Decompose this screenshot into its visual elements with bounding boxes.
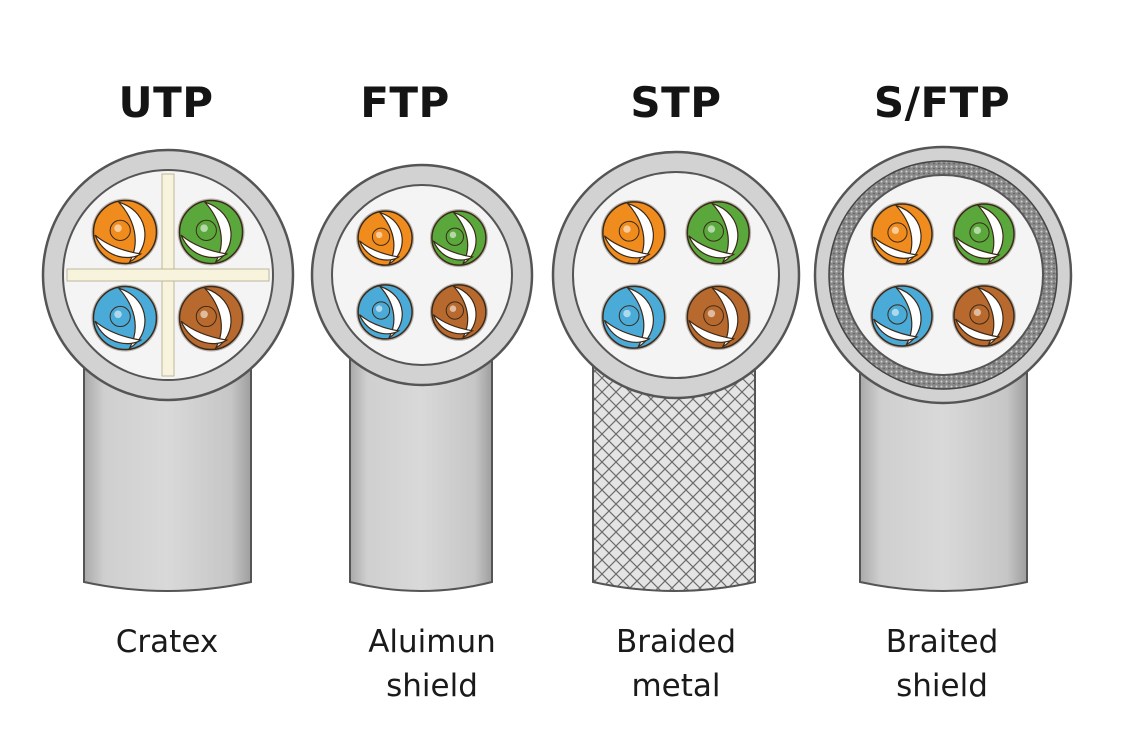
cable-title-sftp: S/FTP bbox=[873, 78, 1011, 127]
twisted-pair-blue bbox=[356, 282, 415, 341]
caption-line: shield bbox=[386, 668, 478, 704]
cable-utp bbox=[41, 148, 295, 592]
cable-sftp bbox=[813, 145, 1073, 592]
cross-separator bbox=[66, 173, 270, 377]
caption-line: metal bbox=[631, 668, 721, 704]
twisted-pair-brown bbox=[952, 284, 1016, 348]
cable-caption-utp: Cratex bbox=[37, 620, 297, 664]
cable-caption-ftp: Aluimun shield bbox=[302, 620, 562, 708]
cable-caption-stp: Braided metal bbox=[546, 620, 806, 708]
caption-line: Cratex bbox=[115, 624, 219, 660]
twisted-pair-green bbox=[177, 198, 245, 266]
twisted-pair-blue bbox=[870, 284, 934, 348]
caption-line: Braided bbox=[615, 624, 737, 660]
twisted-pair-orange bbox=[600, 199, 667, 266]
cable-core bbox=[572, 171, 780, 379]
cable-jacket bbox=[592, 341, 756, 592]
twisted-pair-blue bbox=[91, 284, 159, 352]
cable-core bbox=[842, 174, 1044, 376]
caption-line: Braited bbox=[885, 624, 999, 660]
twisted-pair-green bbox=[685, 199, 752, 266]
twisted-pair-orange bbox=[91, 198, 159, 266]
twisted-pair-blue bbox=[600, 284, 667, 351]
cable-ftp bbox=[310, 163, 534, 592]
cable-caption-sftp: Braited shield bbox=[812, 620, 1072, 708]
cable-title-utp: UTP bbox=[118, 78, 214, 127]
cable-core bbox=[331, 184, 513, 366]
caption-line: Aluimun bbox=[368, 624, 496, 660]
cable-jacket bbox=[859, 344, 1028, 592]
twisted-pair-brown bbox=[177, 284, 245, 352]
cable-jacket bbox=[349, 334, 493, 592]
caption-line: shield bbox=[896, 668, 988, 704]
twisted-pair-brown bbox=[685, 284, 752, 351]
twisted-pair-green bbox=[429, 209, 488, 268]
cable-stp bbox=[551, 150, 801, 592]
twisted-pair-orange bbox=[870, 202, 934, 266]
twisted-pair-orange bbox=[356, 209, 415, 268]
twisted-pair-green bbox=[952, 202, 1016, 266]
cable-title-ftp: FTP bbox=[360, 78, 450, 127]
cable-jacket bbox=[83, 342, 252, 592]
cable-title-stp: STP bbox=[630, 78, 722, 127]
twisted-pair-brown bbox=[429, 282, 488, 341]
